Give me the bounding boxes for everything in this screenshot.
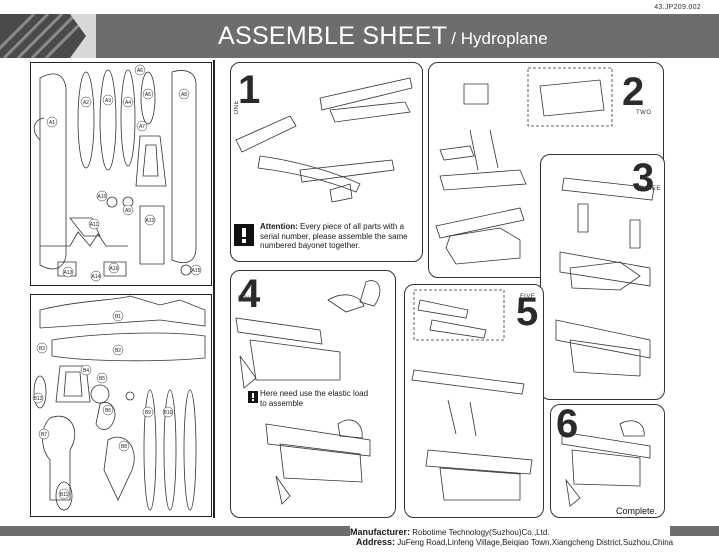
address-label: Address: <box>356 537 396 547</box>
step-5-number: 5 <box>516 290 539 334</box>
step-2-number: 2 <box>622 70 645 114</box>
address-text: JuFeng Road,Linfeng Village,Beiqiao Town… <box>397 538 674 547</box>
step-3-word: THREE <box>638 186 661 192</box>
elastic-note: Here need use the elastic load to assemb… <box>260 389 369 408</box>
footer-band-right <box>670 526 719 536</box>
attention-label: Attention: <box>260 222 298 231</box>
attention-note: Attention: Every piece of all parts with… <box>260 222 420 251</box>
parts-sheet-a <box>30 62 212 286</box>
header-band <box>0 14 719 58</box>
manufacturer-line: Manufacturer: Robotime Technology(Suzhou… <box>350 527 550 537</box>
title-main: ASSEMBLE SHEET <box>218 22 448 50</box>
step-1-number: 1 <box>238 68 261 112</box>
step-5-panel <box>404 284 544 518</box>
complete-label: Complete. <box>616 506 658 516</box>
step-2-word: TWO <box>636 110 652 116</box>
manufacturer-name: Robotime Technology(Suzhou)Co.,Ltd. <box>412 528 550 537</box>
divider-line <box>213 60 215 518</box>
footer-band-left <box>0 526 350 536</box>
header-stripes <box>0 14 96 58</box>
step-1-panel <box>230 62 423 262</box>
sheet-title: ASSEMBLE SHEET/ Hydroplane <box>218 22 548 51</box>
step-4-number: 4 <box>238 272 261 316</box>
step-3-number: 3 <box>632 156 655 200</box>
step-5-word: FIVE <box>520 294 536 300</box>
warning-icon <box>234 224 254 246</box>
manufacturer-label: Manufacturer: <box>350 527 411 537</box>
step-4-word: FOUR <box>238 296 257 302</box>
attention-text: Every piece of all parts with a serial n… <box>260 222 408 251</box>
document-code: 43.JP209.002 <box>654 4 701 11</box>
title-sub: / Hydroplane <box>451 29 548 48</box>
note-warning-icon <box>248 391 258 403</box>
address-line: Address: JuFeng Road,Linfeng Village,Bei… <box>356 537 673 547</box>
parts-sheet-b <box>30 294 212 517</box>
step-3-panel <box>540 154 665 400</box>
